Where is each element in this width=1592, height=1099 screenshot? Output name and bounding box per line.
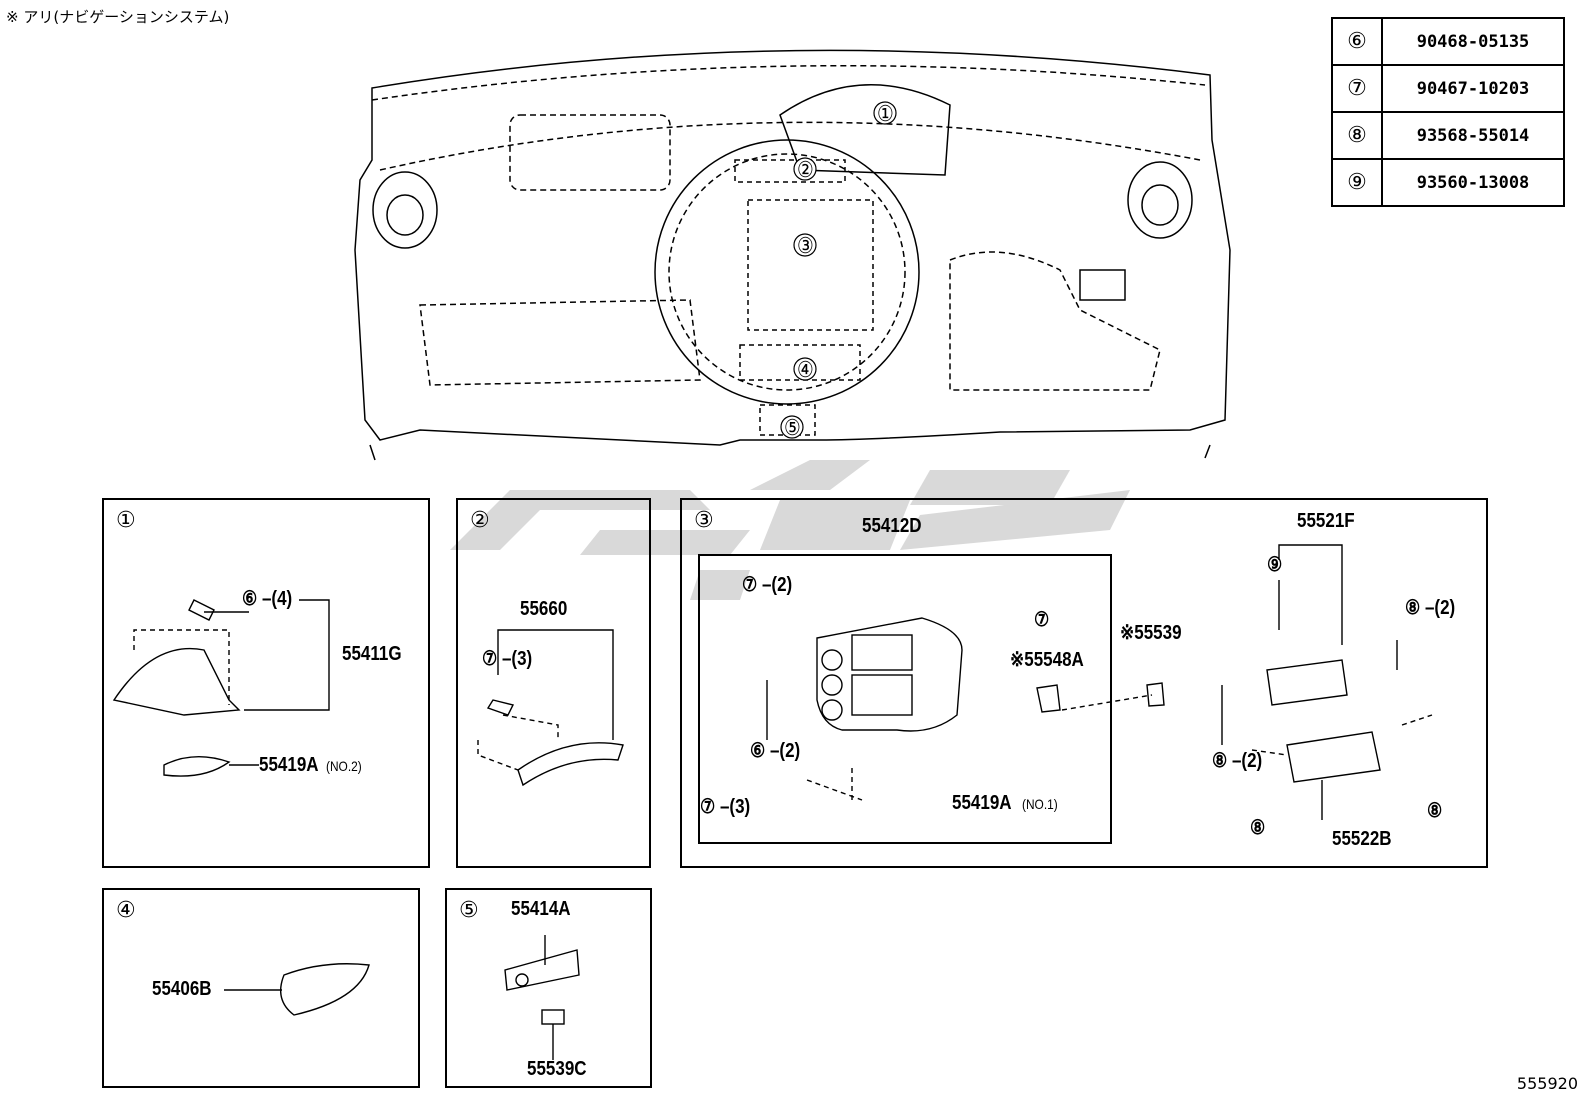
- part-number-55539c[interactable]: 55539C: [527, 1058, 587, 1080]
- ref-number: ⑥: [1331, 17, 1383, 66]
- center-cluster-part: [816, 617, 963, 732]
- lower-panel-part: [280, 963, 370, 1016]
- module-part: [1146, 682, 1165, 707]
- part-number-55522b[interactable]: 55522B: [1332, 828, 1392, 850]
- panel-number: ④: [116, 898, 136, 923]
- overview-callout-2: ②: [797, 157, 814, 182]
- panel-3: ③ 55412D ⑦ –(2) ⑦ ※55548A ※55539 ⑥ –(2) …: [680, 498, 1488, 868]
- panel-1: ① ⑥ –(4) 55411G 55419A (NO.2): [102, 498, 430, 868]
- panel-4: ④ 55406B: [102, 888, 420, 1088]
- overview-callout-4: ④: [797, 357, 814, 382]
- qty-label: ⑧ –(2): [1405, 597, 1456, 619]
- panel-4-drawing: [224, 963, 370, 1016]
- ref-callout: ⑧: [1427, 800, 1443, 822]
- header-note: ※ アリ(ナビゲーションシステム): [6, 8, 230, 26]
- unit-part: [1266, 659, 1348, 706]
- part-number-55521f[interactable]: 55521F: [1297, 510, 1355, 532]
- qty-label: ⑦ –(2): [742, 574, 793, 596]
- panel-2: ② 55660 ⑦ –(3): [456, 498, 651, 868]
- ref-number: ⑨: [1331, 158, 1383, 207]
- ref-number: ⑦: [1331, 64, 1383, 113]
- part-number-55539[interactable]: ※55539: [1120, 622, 1182, 644]
- panel-number: ⑤: [459, 898, 479, 923]
- part-number[interactable]: 90468-05135: [1381, 17, 1565, 66]
- panel-number: ②: [470, 508, 490, 533]
- bracket-part: [163, 755, 231, 777]
- qty-label: ⑥ –(4): [242, 588, 293, 610]
- part-number-55412d[interactable]: 55412D: [862, 515, 922, 537]
- part-number[interactable]: 90467-10203: [1381, 64, 1565, 113]
- qty-label: ⑦ –(3): [482, 648, 533, 670]
- module-part: [1036, 684, 1061, 713]
- part-number-55414a[interactable]: 55414A: [511, 898, 571, 920]
- part-number-55411g[interactable]: 55411G: [342, 643, 402, 665]
- overview-callout-5: ⑤: [784, 415, 801, 440]
- panel-2-drawing: [477, 629, 624, 787]
- overview-callout-3: ③: [797, 233, 814, 258]
- figure-id: 555920: [1516, 1074, 1578, 1093]
- ref-callout: ⑧: [1250, 817, 1266, 839]
- panel-3-subgroup: [698, 554, 1112, 844]
- part-number-55660[interactable]: 55660: [520, 598, 568, 620]
- part-number[interactable]: 93568-55014: [1381, 111, 1565, 160]
- part-note: (NO.1): [1022, 796, 1058, 812]
- qty-label: ⑦ –(3): [700, 796, 751, 818]
- watermark-logo: [450, 460, 1130, 600]
- part-number-55406b[interactable]: 55406B: [152, 978, 212, 1000]
- ref-callout: ⑨: [1267, 554, 1283, 576]
- panel-number: ③: [694, 508, 714, 533]
- ref-callout: ⑦: [1034, 609, 1050, 631]
- qty-label: ⑥ –(2): [750, 740, 801, 762]
- part-number[interactable]: 93560-13008: [1381, 158, 1565, 207]
- panel-5-drawing: [504, 935, 580, 1060]
- overview-callout-1: ①: [877, 101, 894, 126]
- part-number-55419a-no1[interactable]: 55419A: [952, 792, 1012, 814]
- unit-part: [1286, 731, 1381, 783]
- panel-3-drawing: [766, 544, 1433, 820]
- part-number-55548a[interactable]: ※55548A: [1010, 649, 1084, 671]
- cover-part: [541, 1009, 565, 1025]
- meter-hood-part: [112, 647, 241, 716]
- part-note: (NO.2): [326, 758, 362, 774]
- dashboard-outline: [354, 49, 1231, 446]
- ref-number: ⑧: [1331, 111, 1383, 160]
- switch-bezel-part: [504, 949, 580, 991]
- panel-1-drawing: [112, 599, 330, 777]
- panel-5: ⑤ 55414A 55539C: [445, 888, 652, 1088]
- part-number-55419a[interactable]: 55419A: [259, 754, 319, 776]
- qty-label: ⑧ –(2): [1212, 750, 1263, 772]
- vent-part: [517, 742, 624, 787]
- panel-number: ①: [116, 508, 136, 533]
